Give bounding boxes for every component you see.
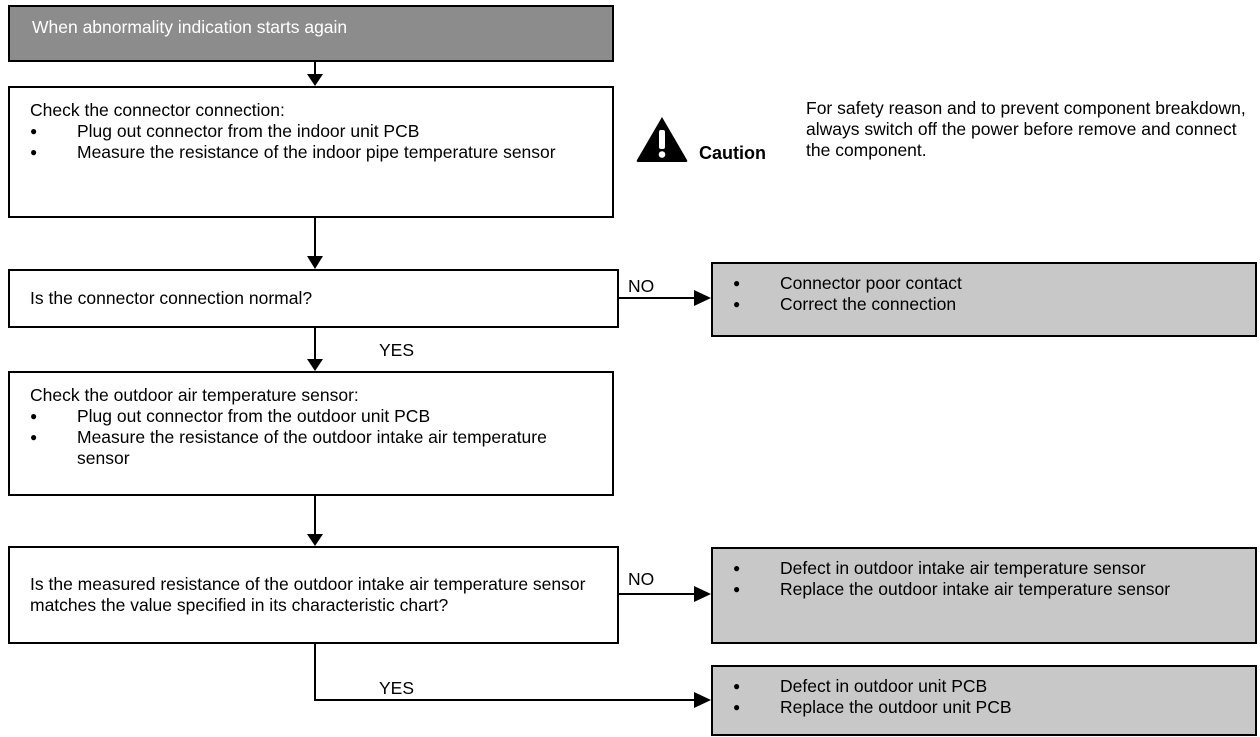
warning-triangle-icon [636, 117, 688, 162]
arrow-head [307, 359, 323, 371]
start-box: When abnormality indication starts again [8, 5, 614, 62]
list-item: Measure the resistance of the outdoor in… [30, 427, 592, 469]
step2-list: Plug out connector from the outdoor unit… [30, 406, 592, 469]
list-item: Defect in outdoor intake air temperature… [733, 558, 1235, 579]
arrow-head [694, 692, 711, 708]
arrow-head [694, 586, 711, 602]
step2-box: Check the outdoor air temperature sensor… [8, 371, 614, 496]
q2-yes-result-list: Defect in outdoor unit PCB Replace the o… [733, 676, 1235, 718]
list-item: Plug out connector from the indoor unit … [30, 121, 592, 142]
step1-list: Plug out connector from the indoor unit … [30, 121, 592, 163]
arrow-head [307, 256, 323, 269]
q2-question: Is the measured resistance of the outdoo… [30, 574, 586, 615]
start-label: When abnormality indication starts again [32, 17, 348, 37]
q1-no-label: NO [628, 276, 655, 296]
q1-yes-label: YES [379, 340, 415, 360]
arrow-head [694, 290, 711, 306]
step2-title: Check the outdoor air temperature sensor… [30, 385, 359, 405]
list-item: Measure the resistance of the indoor pip… [30, 142, 592, 163]
list-item: Replace the outdoor intake air temperatu… [733, 579, 1235, 600]
caution-text: For safety reason and to prevent compone… [806, 98, 1246, 160]
q2-box: Is the measured resistance of the outdoo… [8, 546, 619, 644]
q1-no-result-box: Connector poor contact Correct the conne… [711, 262, 1257, 337]
arrow-head [307, 74, 323, 86]
q2-yes-label: YES [379, 678, 415, 698]
q2-no-label: NO [628, 569, 655, 589]
q1-no-result-list: Connector poor contact Correct the conne… [733, 273, 1235, 315]
list-item: Correct the connection [733, 294, 1235, 315]
list-item: Replace the outdoor unit PCB [733, 697, 1235, 718]
arrow-head [307, 534, 323, 546]
caution-title: Caution [699, 143, 766, 163]
step1-title: Check the connector connection: [30, 100, 285, 120]
q2-no-result-box: Defect in outdoor intake air temperature… [711, 547, 1257, 644]
step1-box: Check the connector connection: Plug out… [8, 86, 614, 218]
q2-yes-result-box: Defect in outdoor unit PCB Replace the o… [711, 665, 1257, 736]
q1-box: Is the connector connection normal? [8, 269, 619, 328]
q2-no-result-list: Defect in outdoor intake air temperature… [733, 558, 1235, 600]
list-item: Defect in outdoor unit PCB [733, 676, 1235, 697]
list-item: Connector poor contact [733, 273, 1235, 294]
q1-question: Is the connector connection normal? [30, 288, 313, 308]
list-item: Plug out connector from the outdoor unit… [30, 406, 592, 427]
